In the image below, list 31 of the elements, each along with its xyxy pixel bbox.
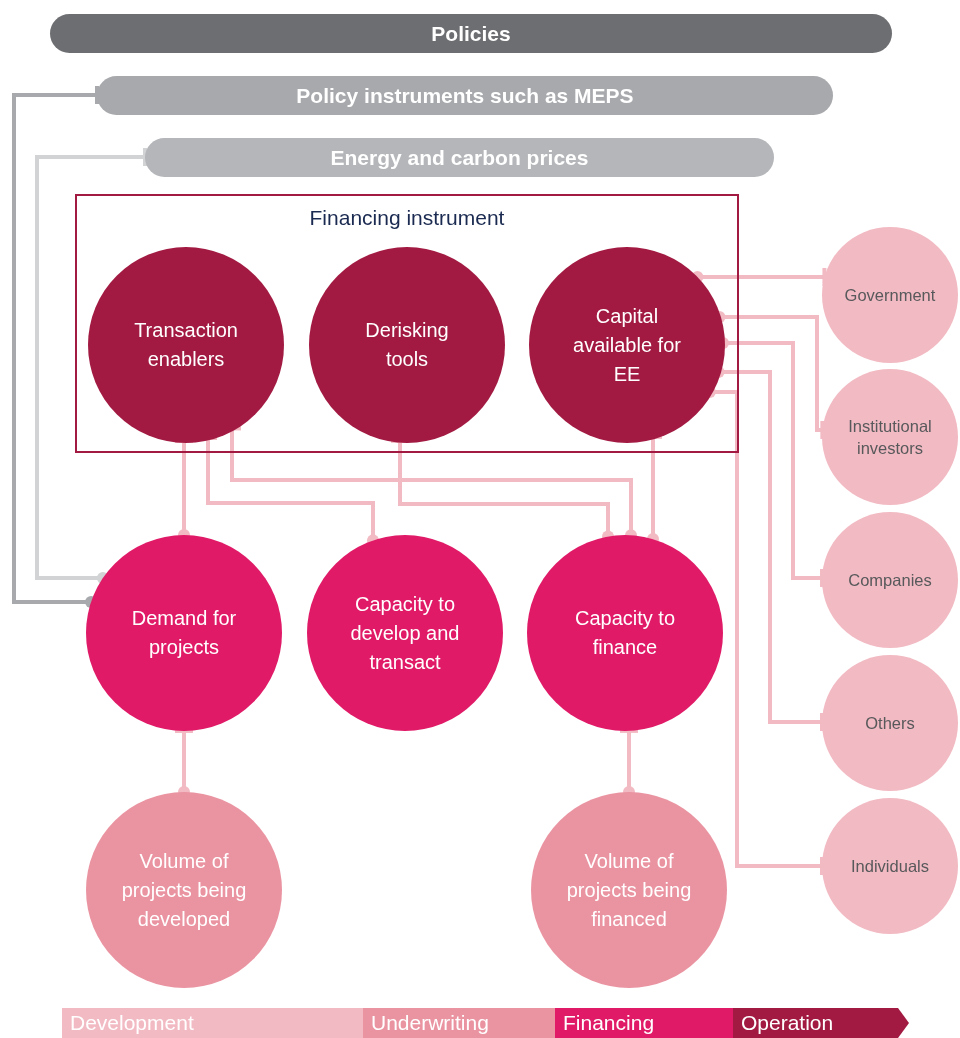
phase-bar — [363, 1008, 555, 1038]
node-label: Capacity to finance — [573, 606, 677, 660]
node-label: Volume of projects being developed — [120, 848, 248, 932]
connector — [691, 268, 827, 286]
node-label: Transaction enablers — [133, 318, 239, 372]
policy-bar — [50, 14, 892, 53]
connector — [12, 86, 99, 608]
node-label: Volume of projects being financed — [565, 848, 693, 932]
node-label: Government — [844, 284, 936, 306]
node-label: Policy instruments such as MEPS — [296, 83, 634, 108]
node-label: Others — [865, 712, 915, 734]
node-label: Capacity to develop and transact — [349, 591, 461, 675]
node-label: Energy and carbon prices — [330, 145, 589, 170]
policy-bar — [97, 76, 833, 115]
node-label: Financing — [563, 1011, 655, 1035]
node-label: Individuals — [851, 855, 929, 877]
node-label: Demand for projects — [130, 606, 238, 660]
node-label: Financing instrument — [308, 206, 506, 230]
node-label: Institutional investors — [847, 415, 933, 459]
policy-bar — [145, 138, 774, 177]
node-label: Underwriting — [371, 1011, 489, 1035]
node-label: Operation — [741, 1011, 834, 1035]
node-label: Companies — [848, 569, 932, 591]
phase-bar — [555, 1008, 733, 1038]
group-frame — [75, 194, 739, 453]
node-label: Derisking tools — [364, 318, 450, 372]
node-label: Development — [70, 1011, 194, 1035]
node-label: Policies — [431, 21, 511, 46]
connector — [35, 148, 147, 584]
phase-bar — [62, 1008, 363, 1038]
node-label: Capital available for EE — [572, 303, 682, 387]
